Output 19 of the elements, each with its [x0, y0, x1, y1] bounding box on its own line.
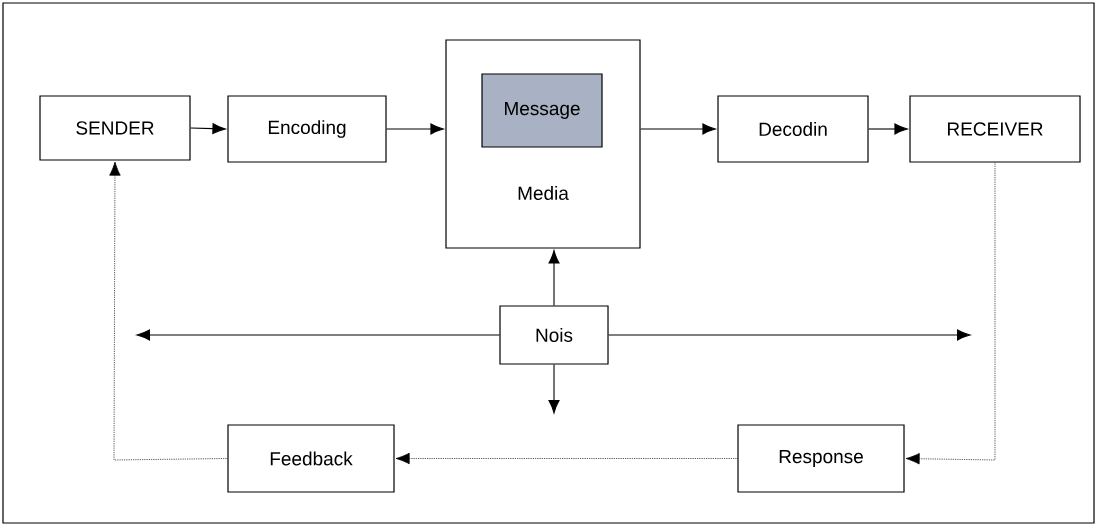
process-box: Response — [737, 424, 905, 493]
process-box: Nois — [499, 305, 609, 365]
arrow — [395, 452, 738, 465]
arrow — [548, 364, 560, 414]
arrow — [608, 329, 971, 341]
arrow — [190, 123, 226, 135]
arrow — [109, 161, 228, 461]
arrow — [640, 123, 716, 135]
process-box: RECEIVER — [909, 95, 1081, 163]
process-box: Feedback — [227, 424, 395, 493]
arrow — [548, 250, 560, 306]
arrow — [136, 329, 500, 341]
message-box: Message — [481, 73, 603, 148]
process-box: Encoding — [227, 95, 387, 163]
process-box: SENDER — [39, 95, 191, 161]
arrow — [386, 123, 444, 135]
process-box: Decodin — [717, 95, 869, 163]
arrow — [905, 162, 996, 465]
arrow — [868, 123, 908, 135]
